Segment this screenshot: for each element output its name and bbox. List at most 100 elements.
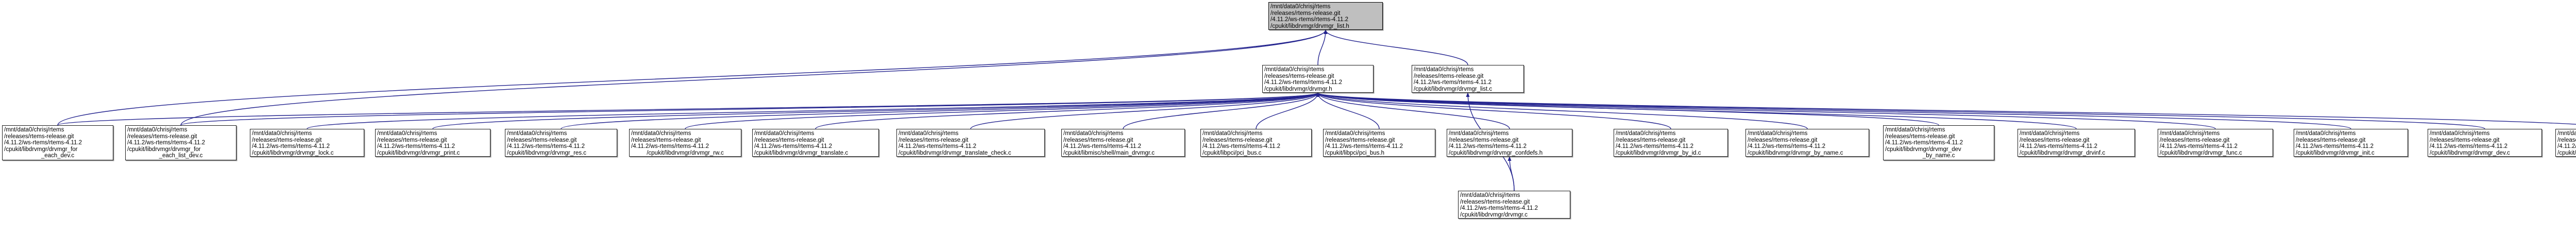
node-path-line: /cpukit/libdrvmgr/drvmgr_lock.c: [252, 149, 334, 156]
node-path-line: /4.11.2/ws-rtems/rtems-4.11.2: [507, 143, 585, 150]
node-path-line: /releases/rtems-release.git: [2557, 137, 2576, 143]
node-path-line: /4.11.2/ws-rtems/rtems-4.11.2: [1414, 79, 1492, 86]
node-path-line: /mnt/data0/chrisj/rtems: [754, 130, 815, 137]
edge-drvmgr_dev_c-to-drvmgr_h: [1316, 92, 2485, 129]
graph-node-drvmgr_print_c[interactable]: /mnt/data0/chrisj/rtems/releases/rtems-r…: [375, 129, 490, 157]
edge-drvmgr_for_each_list_dev_c-to-drvmgr_list_h: [180, 29, 1328, 126]
node-path-line: /releases/rtems-release.git: [1063, 137, 1133, 143]
graph-node-drvmgr_dev_c[interactable]: /mnt/data0/chrisj/rtems/releases/rtems-r…: [2428, 129, 2542, 157]
graph-node-drvmgr_drv_c[interactable]: /mnt/data0/chrisj/rtems/releases/rtems-r…: [2555, 129, 2576, 157]
node-path-line: /4.11.2/ws-rtems/rtems-4.11.2: [2020, 143, 2098, 150]
node-path-line: /4.11.2/ws-rtems/rtems-4.11.2: [2160, 143, 2238, 150]
node-path-line: /4.11.2/ws-rtems/rtems-4.11.2: [1460, 205, 1538, 212]
node-path-line: /cpukit/libdrvmgr/drvmgr_init.c: [2296, 149, 2375, 156]
edge-drvmgr_for_each_dev_c-to-drvmgr_h: [57, 92, 1319, 126]
edge-drvmgr_dev_by_name_c-to-drvmgr_h: [1316, 92, 1939, 126]
node-path-line: /cpukit/libpci/pci_bus.h: [1325, 149, 1385, 156]
graph-node-drvmgr_drvinf_c[interactable]: /mnt/data0/chrisj/rtems/releases/rtems-r…: [2018, 129, 2135, 157]
node-path-line: /releases/rtems-release.git: [1264, 73, 1334, 79]
node-path-line: /releases/rtems-release.git: [2020, 137, 2090, 143]
node-path-line: /releases/rtems-release.git: [2296, 137, 2366, 143]
node-path-line: /cpukit/libdrvmgr/drvmgr_drv.c: [2557, 149, 2576, 156]
graph-node-drvmgr_h[interactable]: /mnt/data0/chrisj/rtems/releases/rtems-r…: [1262, 65, 1374, 93]
node-path-line: /4.11.2/ws-rtems/rtems-4.11.2: [1616, 143, 1694, 150]
graph-node-main_drvmgr_c[interactable]: /mnt/data0/chrisj/rtems/releases/rtems-r…: [1061, 129, 1185, 157]
edge-drvmgr_drvinf_c-to-drvmgr_h: [1316, 92, 2077, 129]
graph-node-drvmgr_list_h[interactable]: /mnt/data0/chrisj/rtems/releases/rtems-r…: [1268, 2, 1383, 30]
node-path-line: /mnt/data0/chrisj/rtems: [2160, 130, 2220, 137]
node-path-line: _each_dev.c: [41, 153, 75, 159]
node-path-line: /mnt/data0/chrisj/rtems: [2430, 130, 2490, 137]
node-path-line: /releases/rtems-release.git: [2430, 137, 2500, 143]
graph-node-drvmgr_translate_check_c[interactable]: /mnt/data0/chrisj/rtems/releases/rtems-r…: [896, 129, 1045, 157]
graph-node-pci_bus_h[interactable]: /mnt/data0/chrisj/rtems/releases/rtems-r…: [1323, 129, 1435, 157]
node-path-line: /4.11.2/ws-rtems/rtems-4.11.2: [2557, 143, 2576, 150]
edge-drvmgr_rw_c-to-drvmgr_h: [685, 92, 1320, 129]
graph-node-drvmgr_rw_c[interactable]: /mnt/data0/chrisj/rtems/releases/rtems-r…: [629, 129, 741, 157]
graph-node-drvmgr_confdefs_h[interactable]: /mnt/data0/chrisj/rtems/releases/rtems-r…: [1447, 129, 1572, 157]
node-path-line: /cpukit/libdrvmgr/drvmgr_drvinf.c: [2020, 149, 2106, 156]
node-path-line: /releases/rtems-release.git: [1270, 10, 1341, 16]
node-path-line: /releases/rtems-release.git: [252, 137, 322, 143]
node-path-line: /releases/rtems-release.git: [1325, 137, 1395, 143]
graph-node-drvmgr_for_each_list_dev_c[interactable]: /mnt/data0/chrisj/rtems/releases/rtems-r…: [125, 125, 236, 160]
node-path-line: /cpukit/libdrvmgr/drvmgr_list.c: [1414, 86, 1493, 92]
node-path-line: /releases/rtems-release.git: [1460, 198, 1530, 205]
node-path-line: /mnt/data0/chrisj/rtems: [2020, 130, 2080, 137]
graph-node-drvmgr_confdefs_child[interactable]: /mnt/data0/chrisj/rtems/releases/rtems-r…: [1458, 191, 1570, 219]
edge-drvmgr_for_each_dev_c-to-drvmgr_list_h: [57, 29, 1328, 126]
node-path-line: /cpukit/libdrvmgr/drvmgr_confdefs.h: [1449, 149, 1543, 156]
node-path-line: /mnt/data0/chrisj/rtems: [2557, 130, 2576, 137]
edge-drvmgr_res_c-to-drvmgr_h: [561, 92, 1320, 129]
node-path-line: _by_name.c: [1922, 153, 1955, 159]
node-path-line: /4.11.2/ws-rtems/rtems-4.11.2: [1270, 16, 1349, 23]
graph-node-drvmgr_init_c[interactable]: /mnt/data0/chrisj/rtems/releases/rtems-r…: [2294, 129, 2408, 157]
node-path-line: /mnt/data0/chrisj/rtems: [1748, 130, 1808, 137]
node-path-line: /4.11.2/ws-rtems/rtems-4.11.2: [1202, 143, 1281, 150]
edge-drvmgr_lock_c-to-drvmgr_h: [307, 92, 1319, 129]
node-path-line: /cpukit/libdrvmgr/drvmgr_print.c: [377, 149, 460, 156]
node-path-line: /releases/rtems-release.git: [1616, 137, 1686, 143]
graph-node-drvmgr_for_each_dev_c[interactable]: /mnt/data0/chrisj/rtems/releases/rtems-r…: [2, 125, 113, 160]
node-path-line: /4.11.2/ws-rtems/rtems-4.11.2: [754, 143, 833, 150]
node-path-line: /4.11.2/ws-rtems/rtems-4.11.2: [127, 140, 206, 146]
edge-main_drvmgr_c-to-drvmgr_h: [1123, 92, 1320, 129]
node-path-line: /cpukit/libpci/pci_bus.c: [1202, 149, 1262, 156]
node-path-line: /mnt/data0/chrisj/rtems: [4, 127, 64, 133]
edge-pci_bus_h-to-drvmgr_h: [1316, 92, 1380, 129]
graph-node-drvmgr_by_name_c[interactable]: /mnt/data0/chrisj/rtems/releases/rtems-r…: [1745, 129, 1869, 157]
node-path-line: /cpukit/libdrvmgr/drvmgr_dev.c: [2430, 149, 2510, 156]
edge-drvmgr_for_each_list_dev_c-to-drvmgr_h: [180, 92, 1319, 126]
graph-node-pci_bus_c[interactable]: /mnt/data0/chrisj/rtems/releases/rtems-r…: [1200, 129, 1312, 157]
graph-node-drvmgr_translate_c[interactable]: /mnt/data0/chrisj/rtems/releases/rtems-r…: [752, 129, 879, 157]
node-path-line: /cpukit/libdrvmgr/drvmgr_translate.c: [754, 149, 849, 156]
node-path-line: /mnt/data0/chrisj/rtems: [1264, 66, 1325, 73]
node-path-line: /releases/rtems-release.git: [1449, 137, 1519, 143]
node-path-line: /mnt/data0/chrisj/rtems: [127, 127, 188, 133]
graph-node-drvmgr_func_c[interactable]: /mnt/data0/chrisj/rtems/releases/rtems-r…: [2158, 129, 2273, 157]
edge-drvmgr_init_c-to-drvmgr_h: [1316, 92, 2351, 129]
graph-node-drvmgr_dev_by_name_c[interactable]: /mnt/data0/chrisj/rtems/releases/rtems-r…: [1883, 125, 1994, 160]
graph-node-drvmgr_res_c[interactable]: /mnt/data0/chrisj/rtems/releases/rtems-r…: [505, 129, 617, 157]
node-path-line: /mnt/data0/chrisj/rtems: [1325, 130, 1385, 137]
node-path-line: /4.11.2/ws-rtems/rtems-4.11.2: [1325, 143, 1403, 150]
edge-drvmgr_by_id_c-to-drvmgr_h: [1316, 92, 1671, 129]
edge-drvmgr_list_c-to-drvmgr_list_h: [1324, 29, 1468, 65]
node-path-line: /mnt/data0/chrisj/rtems: [1202, 130, 1263, 137]
graph-node-drvmgr_by_id_c[interactable]: /mnt/data0/chrisj/rtems/releases/rtems-r…: [1614, 129, 1728, 157]
node-path-line: /4.11.2/ws-rtems/rtems-4.11.2: [1885, 140, 1963, 146]
node-path-line: /releases/rtems-release.git: [127, 133, 197, 140]
node-path-line: /cpukit/libdrvmgr/drvmgr_list.h: [1270, 23, 1349, 29]
graph-node-drvmgr_list_c[interactable]: /mnt/data0/chrisj/rtems/releases/rtems-r…: [1412, 65, 1524, 93]
node-path-line: /4.11.2/ws-rtems/rtems-4.11.2: [1264, 79, 1343, 86]
graph-node-drvmgr_lock_c[interactable]: /mnt/data0/chrisj/rtems/releases/rtems-r…: [250, 129, 364, 157]
node-path-line: /cpukit/libdrvmgr/drvmgr.c: [1460, 211, 1528, 218]
node-path-line: /cpukit/libdrvmgr/drvmgr_func.c: [2160, 149, 2242, 156]
node-path-line: /cpukit/libmisc/shell/main_drvmgr.c: [1063, 149, 1155, 156]
node-path-line: /4.11.2/ws-rtems/rtems-4.11.2: [252, 143, 330, 150]
node-path-line: _each_list_dev.c: [159, 153, 203, 159]
node-path-line: /releases/rtems-release.git: [1748, 137, 1818, 143]
node-path-line: /4.11.2/ws-rtems/rtems-4.11.2: [631, 143, 709, 150]
